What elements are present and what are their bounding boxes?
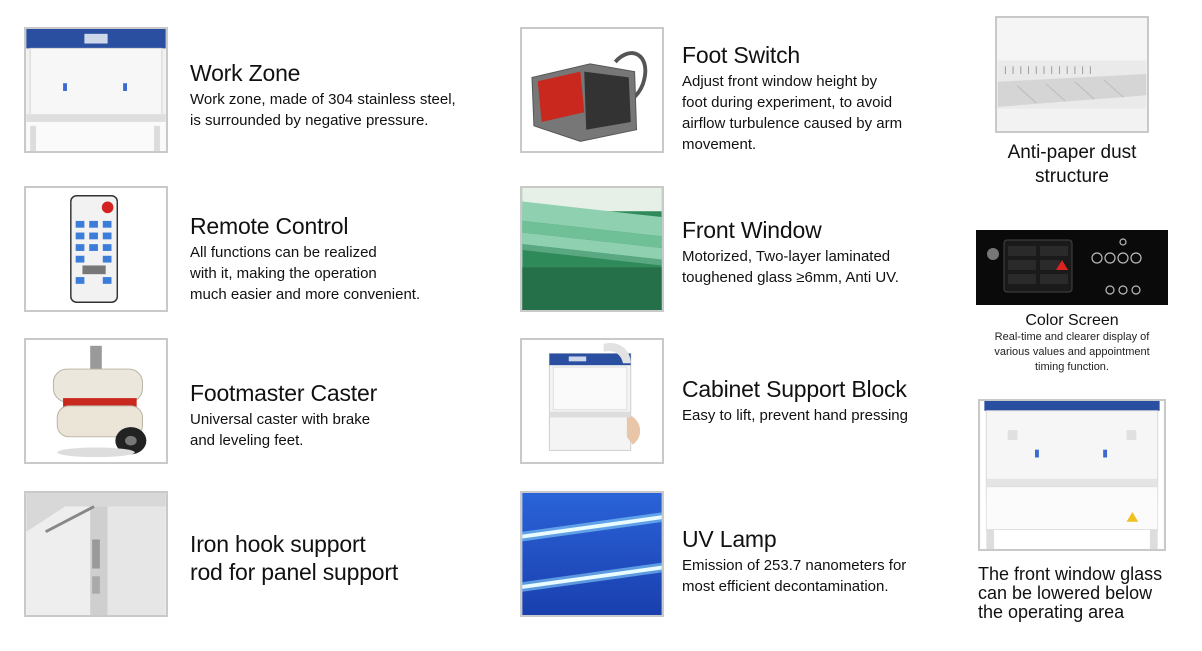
feature-uv-lamp: UV Lamp Emission of 253.7 nanometers for… [682,526,906,597]
color-screen-title: Color Screen [1025,312,1119,329]
anti-paper-icon [997,18,1147,131]
hook-support-image [24,491,168,617]
hook-icon [26,493,166,615]
color-screen-image [976,230,1168,305]
feature-title: Front Window [682,217,822,243]
foot-switch-image [520,27,664,153]
cabinet-interior-icon [980,401,1164,549]
foot-switch-icon [522,29,662,151]
support-block-image [520,338,664,464]
caster-image [24,338,168,464]
uv-lamp-image [520,491,664,617]
support-block-icon [522,340,662,462]
remote-icon [26,188,166,310]
feature-title-line: rod for panel support [190,559,399,585]
feature-desc: All functions can be realized with it, m… [190,244,421,303]
feature-title: Cabinet Support Block [682,376,907,402]
feature-title: Footmaster Caster [190,380,378,406]
cabinet-icon [26,29,166,151]
anti-paper-dust-image [995,16,1149,133]
feature-desc: Work zone, made of 304 stainless steel, … [190,91,456,129]
feature-desc: Universal caster with brake and leveling… [190,411,371,449]
control-panel-icon [987,238,1142,295]
uv-lamp-icon [522,493,662,615]
color-screen-desc: Real-time and clearer display of various… [994,331,1150,373]
caster-icon [26,340,166,462]
feature-cabinet-support: Cabinet Support Block Easy to lift, prev… [682,376,908,426]
feature-iron-hook: Iron hook support rod for panel support [190,530,398,586]
anti-paper-dust-caption: Anti-paper dust structure [1007,142,1137,187]
feature-title: Foot Switch [682,42,800,68]
front-window-glass-caption: The front window glass can be lowered be… [978,564,1163,622]
feature-foot-switch: Foot Switch Adjust front window height b… [682,42,902,155]
feature-work-zone: Work Zone Work zone, made of 304 stainle… [190,60,456,131]
feature-footmaster-caster: Footmaster Caster Universal caster with … [190,380,377,451]
feature-title: Remote Control [190,213,349,239]
feature-desc: Emission of 253.7 nanometers for most ef… [682,557,907,595]
feature-desc: Adjust front window height by foot durin… [682,73,903,153]
feature-desc: Motorized, Two-layer laminated toughened… [682,248,899,286]
feature-title: UV Lamp [682,526,777,552]
feature-front-window: Front Window Motorized, Two-layer lamina… [682,217,899,288]
color-screen-caption: Color Screen Real-time and clearer displ… [972,311,1172,375]
feature-desc: Easy to lift, prevent hand pressing [682,407,908,424]
glass-icon [522,188,662,310]
feature-title: Work Zone [190,60,301,86]
front-window-image [520,186,664,312]
front-window-glass-image [978,399,1166,551]
remote-control-image [24,186,168,312]
work-zone-image [24,27,168,153]
feature-title-line: Iron hook support [190,531,366,557]
feature-remote-control: Remote Control All functions can be real… [190,213,420,305]
